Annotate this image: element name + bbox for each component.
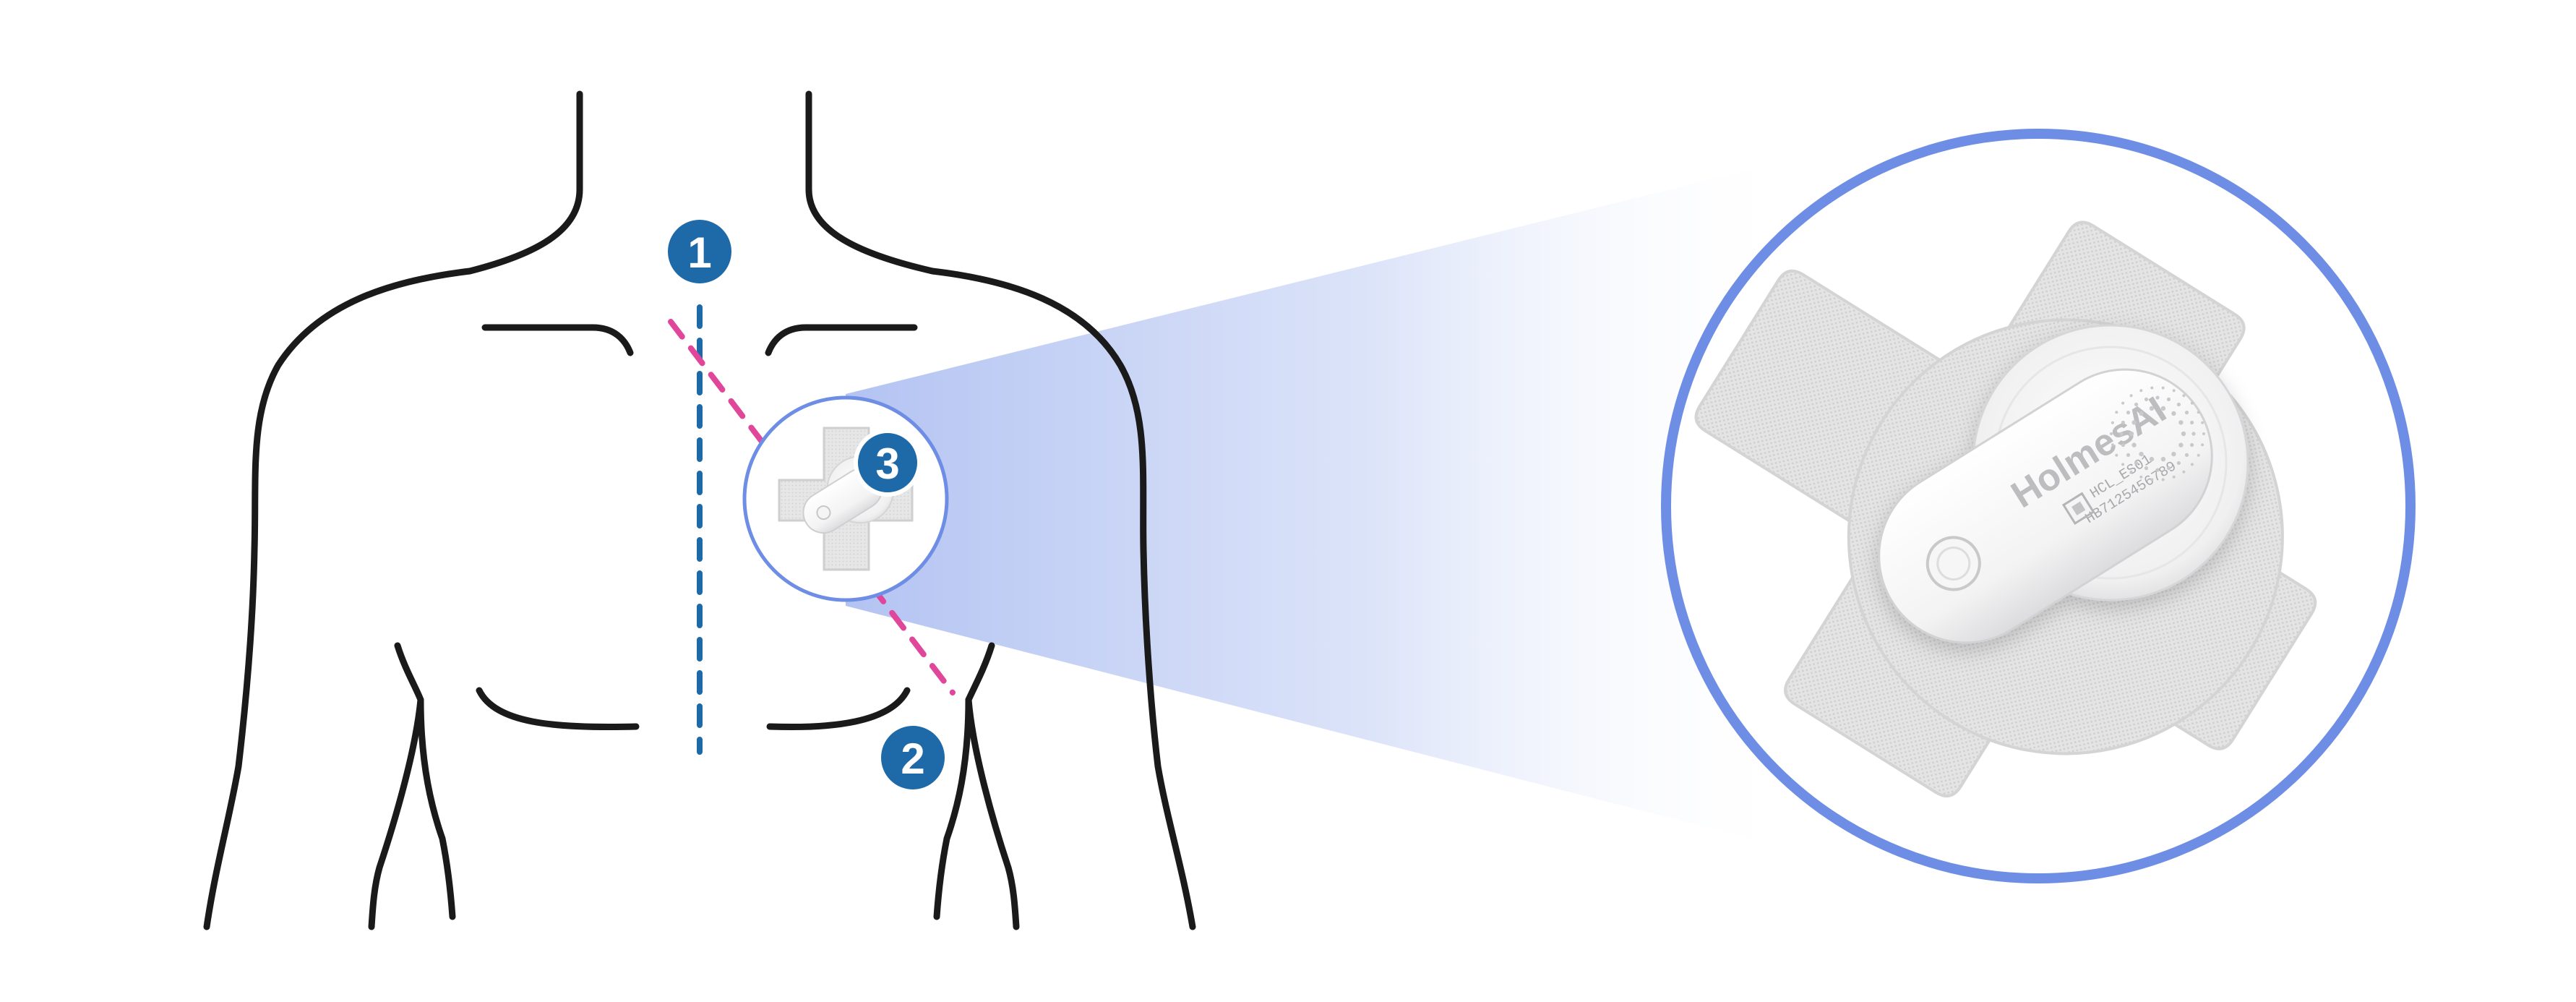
brand-dot [2126, 453, 2131, 458]
marker-2-label: 2 [901, 735, 924, 783]
brand-dot [2161, 478, 2165, 481]
pectoral-right [766, 687, 911, 731]
brand-dot [2111, 443, 2114, 447]
brand-dot [2190, 401, 2194, 405]
brand-dot [2201, 421, 2204, 424]
brand-dot [2126, 411, 2131, 415]
brand-dot [2134, 461, 2139, 466]
brand-dot [2190, 442, 2194, 448]
brand-dot [2150, 478, 2154, 481]
brand-dot [2197, 453, 2200, 457]
marker-1: 1 [668, 220, 731, 283]
brand-dot [2129, 431, 2134, 437]
brand-dot [2139, 451, 2144, 457]
marker-3-label: 3 [875, 440, 899, 488]
brand-dot [2110, 432, 2113, 435]
brand-dot [2172, 475, 2176, 479]
clavicle-left [481, 324, 634, 356]
brand-dot [2131, 442, 2137, 448]
brand-dot [2144, 466, 2149, 471]
brand-dot [2181, 431, 2186, 437]
brand-dot [2202, 432, 2205, 435]
brand-dot [2201, 443, 2204, 447]
zoom-ring [1661, 129, 2416, 883]
brand-dot [2176, 461, 2181, 466]
brand-dot [2161, 386, 2165, 390]
brand-dot [2115, 453, 2118, 457]
pectoral-left [476, 687, 640, 731]
zoom-beam [846, 155, 1807, 853]
device-button-icon [1925, 536, 1981, 591]
arm-right-inner-2 [933, 696, 972, 920]
brand-dot [2178, 420, 2184, 425]
brand-dot [2184, 411, 2189, 415]
brand-dot [2131, 420, 2137, 425]
brand-dot [2190, 463, 2194, 466]
brand-dot [2155, 468, 2160, 472]
brand-dot [2197, 411, 2200, 414]
brand-dot [2176, 402, 2181, 407]
brand-dot [2121, 401, 2125, 405]
brand-dot [2172, 389, 2176, 393]
brand-dot [2121, 463, 2125, 466]
brand-dot [2111, 421, 2114, 424]
brand-dot [2134, 402, 2139, 407]
brand-dot [2115, 411, 2118, 414]
qr-code-icon [2061, 492, 2095, 526]
marker-1-label: 1 [687, 228, 711, 277]
brand-dot [2129, 394, 2133, 398]
neck-right-line [805, 90, 1196, 930]
brand-dot [2184, 453, 2189, 458]
brand-dot [2139, 411, 2144, 416]
brand-dot [2178, 442, 2184, 448]
marker-2: 2 [881, 726, 945, 789]
brand-dot [2119, 432, 2124, 436]
brand-dot [2139, 475, 2143, 479]
arm-right-inner [965, 642, 1020, 930]
brand-dot [2166, 466, 2171, 471]
device: HolmesAI HCL_ES01 HB7125456789 [1878, 324, 2249, 644]
neck-left-line [203, 90, 583, 930]
brand-dots-icon [2110, 386, 2205, 481]
brand-dot [2129, 470, 2133, 474]
marker-3: 3 [854, 429, 922, 497]
brand-dot [2144, 397, 2149, 402]
brand-dot [2171, 411, 2176, 416]
brand-dot [2139, 389, 2143, 393]
brand-dot [2155, 395, 2160, 400]
brand-dot [2166, 397, 2171, 402]
brand-dot [2150, 386, 2154, 390]
arm-left-inner-2 [417, 696, 456, 920]
brand-dot [2121, 420, 2125, 425]
brand-dot [2160, 456, 2166, 462]
zoom-detail-circle: HolmesAI HCL_ES01 HB7125456789 [1661, 129, 2416, 883]
brand-dot [2182, 470, 2186, 474]
brand-dot [2160, 406, 2166, 411]
brand-dot [2171, 451, 2176, 457]
brand-dot [2149, 406, 2155, 411]
brand-dot [2190, 420, 2194, 425]
torso-outline [203, 90, 1196, 930]
clavicle-right [765, 324, 918, 356]
brand-dot [2191, 432, 2196, 436]
arm-left-inner [368, 642, 424, 930]
brand-dot [2121, 442, 2125, 448]
brand-dot [2182, 394, 2186, 398]
brand-dot [2149, 456, 2155, 462]
